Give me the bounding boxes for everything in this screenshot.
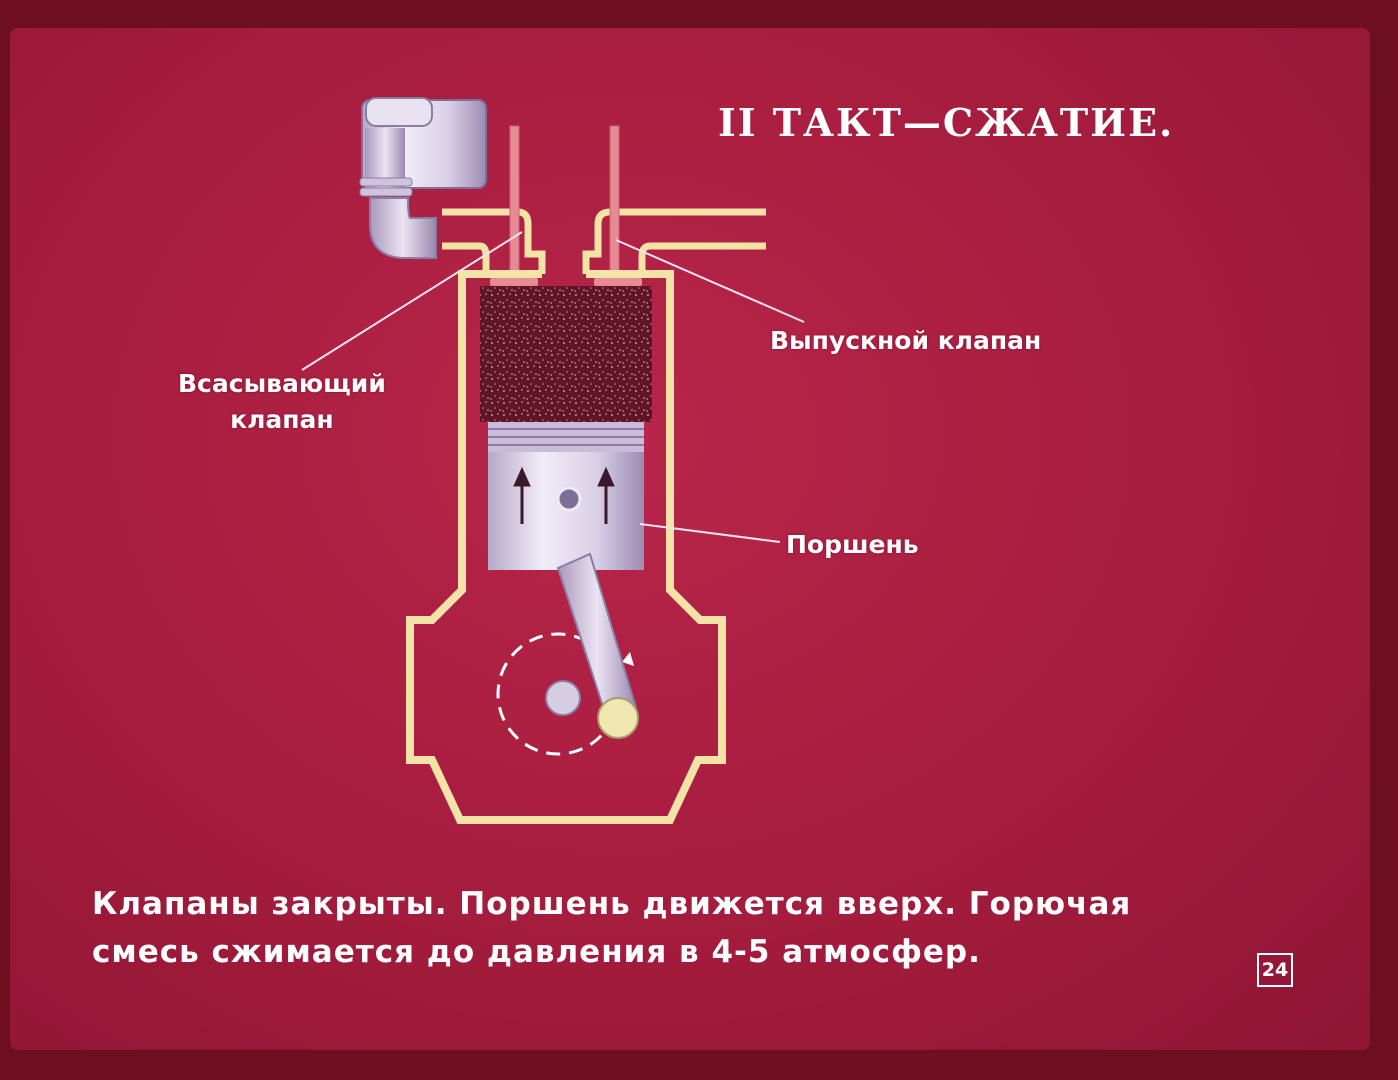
caption-line-2: смесь сжимается до давления в 4-5 атмосф…: [92, 934, 981, 970]
intake-valve-label: Всасывающий клапан: [178, 366, 386, 438]
caption-line-1: Клапаны закрыты. Поршень движется вверх.…: [92, 886, 1132, 922]
page-number: 24: [1257, 953, 1293, 987]
rotation-arrow-icon: [622, 652, 634, 666]
leader-lines: [301, 231, 805, 543]
slide-frame: II ТАКТ—СЖАТИЕ. Всасывающий клапан Выпус…: [10, 28, 1370, 1050]
piston-label: Поршень: [786, 530, 919, 559]
intake-valve: [490, 125, 538, 286]
engine-cylinder-diagram: [301, 97, 805, 824]
connecting-rod: [545, 552, 639, 739]
exhaust-valve-label: Выпускной клапан: [770, 326, 1042, 355]
intake-manifold: [442, 208, 546, 274]
intake-valve-label-line2: клапан: [230, 405, 334, 434]
exhaust-manifold: [582, 208, 766, 274]
fuel-mixture: [480, 286, 652, 422]
caption: Клапаны закрыты. Поршень движется вверх.…: [92, 880, 1292, 976]
intake-valve-label-line1: Всасывающий: [178, 369, 386, 398]
exhaust-valve: [594, 125, 642, 286]
up-arrow-icon: [513, 466, 615, 524]
air-filter: [359, 97, 487, 259]
piston: [488, 422, 644, 570]
slide-title: II ТАКТ—СЖАТИЕ.: [718, 100, 1175, 145]
cylinder-wall: [406, 270, 726, 824]
